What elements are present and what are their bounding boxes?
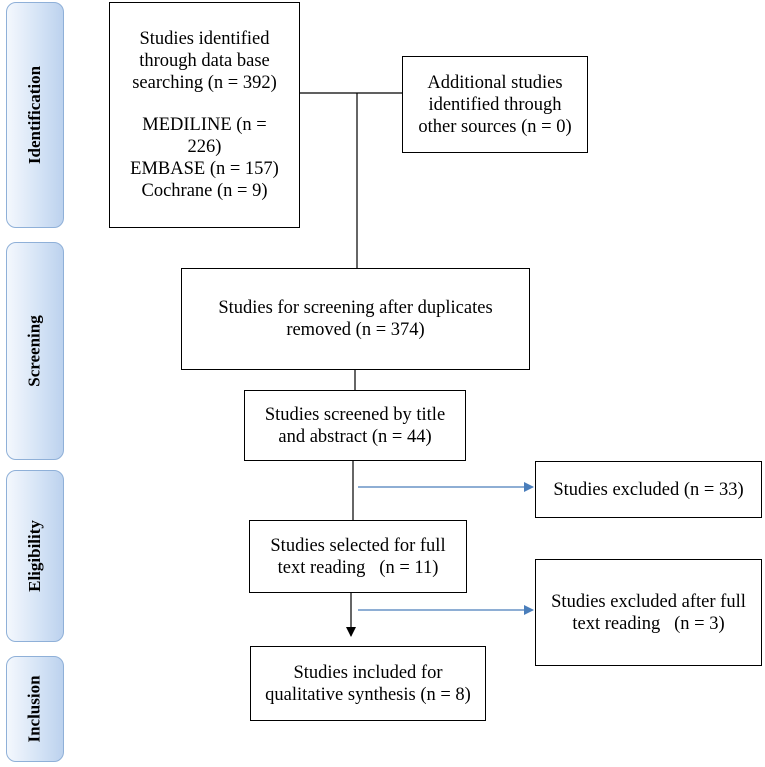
box-line: Studies selected for full — [270, 535, 446, 556]
box-full-text: Studies selected for full text reading (… — [249, 520, 467, 593]
box-line: searching (n = 392) — [132, 73, 277, 93]
box-line: Studies for screening after duplicates — [218, 298, 493, 318]
box-line: 226) — [187, 137, 222, 157]
phase-inclusion: Inclusion — [6, 656, 64, 762]
box-after-duplicates: Studies for screening after duplicates r… — [181, 268, 530, 370]
phase-identification: Identification — [6, 2, 64, 228]
box-line: removed (n = 374) — [286, 320, 425, 340]
box-line: Studies identified — [139, 29, 270, 49]
box-line: through data base — [139, 51, 270, 71]
box-line: Studies screened by title — [264, 404, 446, 425]
box-excluded: Studies excluded (n = 33) — [535, 461, 762, 518]
box-database-search: Studies identified through data base sea… — [109, 2, 300, 228]
box-line: text reading (n = 3) — [572, 613, 725, 634]
box-line: text reading (n = 11) — [277, 557, 439, 578]
box-line: Studies excluded (n = 33) — [553, 479, 744, 500]
box-other-sources: Additional studies identified through ot… — [402, 56, 588, 153]
phase-eligibility: Eligibility — [6, 470, 64, 642]
box-line: Studies excluded after full — [551, 591, 746, 612]
phase-screening: Screening — [6, 242, 64, 460]
box-line: MEDILINE (n = — [142, 115, 267, 135]
box-line: qualitative synthesis (n = 8) — [265, 684, 471, 705]
box-line: Studies included for — [293, 662, 443, 683]
box-line: Cochrane (n = 9) — [141, 181, 268, 201]
box-line: Additional studies — [427, 72, 563, 93]
box-line: other sources (n = 0) — [418, 116, 572, 137]
box-excluded-full-text: Studies excluded after full text reading… — [535, 559, 762, 666]
box-line: and abstract (n = 44) — [278, 426, 432, 447]
box-title-abstract: Studies screened by title and abstract (… — [244, 390, 466, 461]
box-line: EMBASE (n = 157) — [130, 159, 279, 179]
box-included: Studies included for qualitative synthes… — [250, 646, 486, 721]
box-line: identified through — [428, 94, 562, 115]
